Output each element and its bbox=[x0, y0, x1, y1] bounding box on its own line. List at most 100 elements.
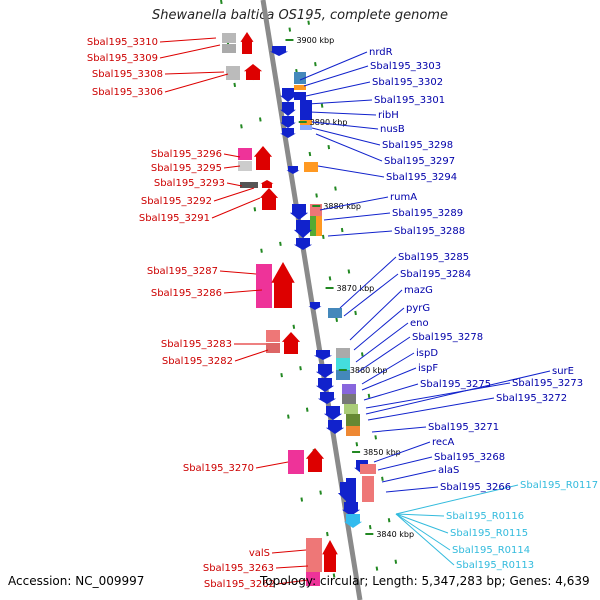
left-gene-label: Sbal195_3292 bbox=[141, 196, 212, 207]
scale-tick-label: 3870 kbp bbox=[337, 284, 375, 293]
reverse-gene-arrow bbox=[343, 514, 363, 528]
left-label-leader bbox=[223, 165, 241, 169]
forward-gene-arrow bbox=[260, 180, 274, 188]
gene-feature-box bbox=[336, 370, 350, 380]
right-gene-label: Sbal195_3284 bbox=[400, 269, 471, 280]
right-gene-label: recA bbox=[432, 437, 455, 448]
forward-gene-arrow bbox=[322, 540, 338, 572]
reverse-gene-arrow bbox=[325, 420, 345, 434]
reverse-gene-arrow bbox=[341, 502, 361, 516]
reverse-gene-arrow bbox=[313, 350, 333, 360]
right-label-leader bbox=[385, 486, 439, 493]
left-label-leader bbox=[219, 270, 257, 275]
left-gene-label: Sbal195_3295 bbox=[151, 163, 222, 174]
right-gene-label: nrdR bbox=[369, 47, 393, 58]
left-label-leader bbox=[234, 349, 269, 362]
right-label-leader bbox=[355, 322, 409, 363]
right-gene-label: pyrG bbox=[406, 303, 430, 314]
left-gene-label: Sbal195_3306 bbox=[92, 87, 163, 98]
gene-feature-box bbox=[256, 264, 272, 308]
left-gene-label: Sbal195_3308 bbox=[92, 69, 163, 80]
scale-tick-label: 3840 kbp bbox=[376, 530, 414, 539]
right-label-leader bbox=[311, 127, 381, 146]
reverse-gene-arrow bbox=[289, 204, 309, 220]
right-gene-label: Sbal195_3285 bbox=[398, 252, 469, 263]
left-label-leader bbox=[223, 289, 263, 294]
scale-tick-label: 3880 kbp bbox=[323, 202, 361, 211]
right-label-leader bbox=[373, 441, 431, 463]
right-label-leader bbox=[317, 165, 385, 178]
right-label-leader bbox=[327, 230, 393, 237]
reverse-gene-arrow bbox=[337, 482, 357, 502]
rna-gene-label: Sbal195_R0114 bbox=[452, 545, 530, 556]
left-gene-label: Sbal195_3286 bbox=[151, 288, 222, 299]
gene-feature-box bbox=[300, 125, 312, 130]
right-gene-label: Sbal195_3301 bbox=[374, 95, 445, 106]
gene-feature-box bbox=[222, 44, 236, 53]
forward-gene-arrow bbox=[253, 146, 273, 170]
left-label-leader bbox=[159, 37, 217, 43]
left-gene-label: Sbal195_3293 bbox=[154, 178, 225, 189]
gene-feature-box bbox=[316, 216, 322, 236]
gene-feature-box bbox=[266, 343, 280, 353]
gene-feature-box bbox=[306, 572, 320, 586]
reverse-gene-arrow bbox=[317, 392, 337, 404]
rna-gene-label: Sbal195_R0113 bbox=[456, 560, 534, 571]
reverse-gene-arrow bbox=[280, 88, 296, 102]
gene-feature-box bbox=[222, 33, 236, 43]
left-label-leader bbox=[271, 549, 307, 554]
right-gene-label: Sbal195_3297 bbox=[384, 156, 455, 167]
rna-label-leader bbox=[395, 513, 451, 551]
left-label-leader bbox=[213, 187, 255, 202]
right-gene-label: Sbal195_3302 bbox=[372, 77, 443, 88]
left-gene-label: Sbal195_3282 bbox=[162, 356, 233, 367]
right-label-leader bbox=[323, 212, 391, 221]
rna-label-leader bbox=[395, 513, 449, 534]
right-label-leader bbox=[303, 65, 369, 87]
right-gene-label: rumA bbox=[390, 192, 417, 203]
right-gene-label: Sbal195_3271 bbox=[428, 422, 499, 433]
reverse-gene-arrow bbox=[269, 46, 289, 56]
accession-text: Accession: NC_009997 bbox=[8, 574, 145, 588]
left-gene-label: Sbal195_3270 bbox=[183, 463, 254, 474]
right-label-leader bbox=[357, 336, 411, 373]
gene-features bbox=[222, 32, 376, 586]
left-label-leader bbox=[226, 182, 243, 187]
gene-feature-box bbox=[294, 85, 306, 90]
rna-gene-label: Sbal195_R0117 bbox=[520, 480, 598, 491]
left-label-leader bbox=[255, 461, 289, 469]
gene-feature-box bbox=[346, 426, 360, 436]
right-label-leader bbox=[361, 367, 417, 391]
right-gene-label: ispF bbox=[418, 363, 438, 374]
gene-feature-box bbox=[328, 308, 342, 318]
forward-gene-arrow bbox=[240, 32, 254, 54]
gene-feature-box bbox=[304, 162, 318, 172]
right-gene-label: nusB bbox=[380, 124, 405, 135]
right-label-leader bbox=[377, 456, 433, 471]
gene-feature-box bbox=[310, 216, 316, 236]
right-gene-label: Sbal195_3303 bbox=[370, 61, 441, 72]
left-label-leader bbox=[223, 153, 241, 158]
right-gene-label: Sbal195_3288 bbox=[394, 226, 465, 237]
left-label-leader bbox=[164, 73, 229, 93]
right-gene-label: Sbal195_3268 bbox=[434, 452, 505, 463]
left-gene-label: Sbal195_3291 bbox=[139, 213, 210, 224]
right-gene-label: mazG bbox=[404, 285, 433, 296]
forward-gene-arrow bbox=[259, 188, 279, 210]
left-gene-label: valS bbox=[249, 548, 270, 559]
right-label-leader bbox=[319, 196, 389, 211]
topology-text: Topology: circular; Length: 5,347,283 bp… bbox=[260, 574, 590, 588]
label-leaders bbox=[159, 37, 551, 585]
right-gene-label: Sbal195_3298 bbox=[382, 140, 453, 151]
scale-tick-label: 3900 kbp bbox=[296, 36, 334, 45]
right-gene-label: surE bbox=[552, 366, 574, 377]
forward-gene-arrow bbox=[305, 448, 325, 472]
right-label-leader bbox=[343, 273, 399, 317]
gene-feature-box bbox=[294, 92, 306, 100]
left-label-leader bbox=[275, 565, 309, 569]
reverse-gene-arrow bbox=[286, 166, 300, 174]
reverse-gene-arrow bbox=[315, 364, 335, 378]
forward-gene-arrow bbox=[281, 332, 301, 354]
